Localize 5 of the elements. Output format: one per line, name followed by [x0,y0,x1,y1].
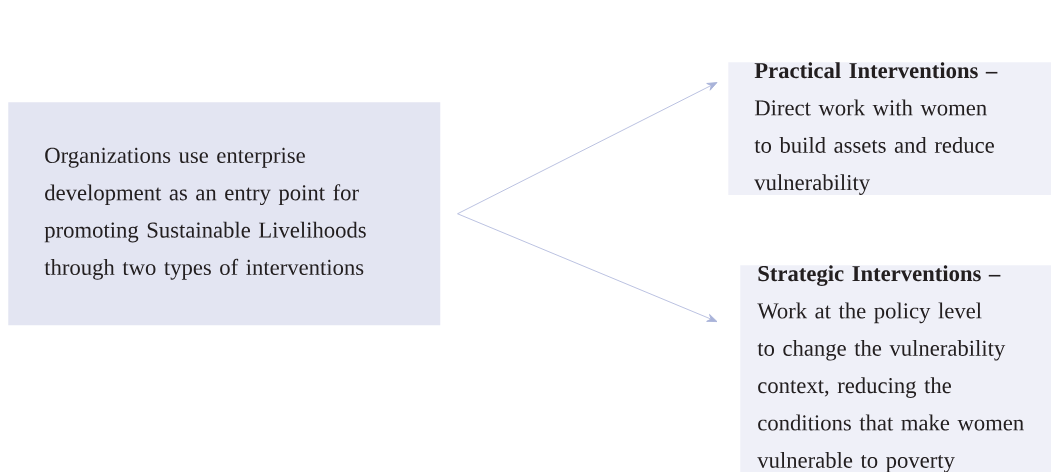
text-box: Organizations use enterprise development as an entry point for promoting Sustainable Livelihoods through two types of interventions [8,102,441,326]
text-box: Strategic Interventions – Work at the policy level to change the vulnerability context, reducing the conditions that make women vulnerable to poverty [740,265,1051,472]
text-box: Practical Interventions – Direct work with women to build assets and reduce vulnerability [728,62,1051,195]
arrow [457,82,718,215]
arrow [457,213,718,322]
